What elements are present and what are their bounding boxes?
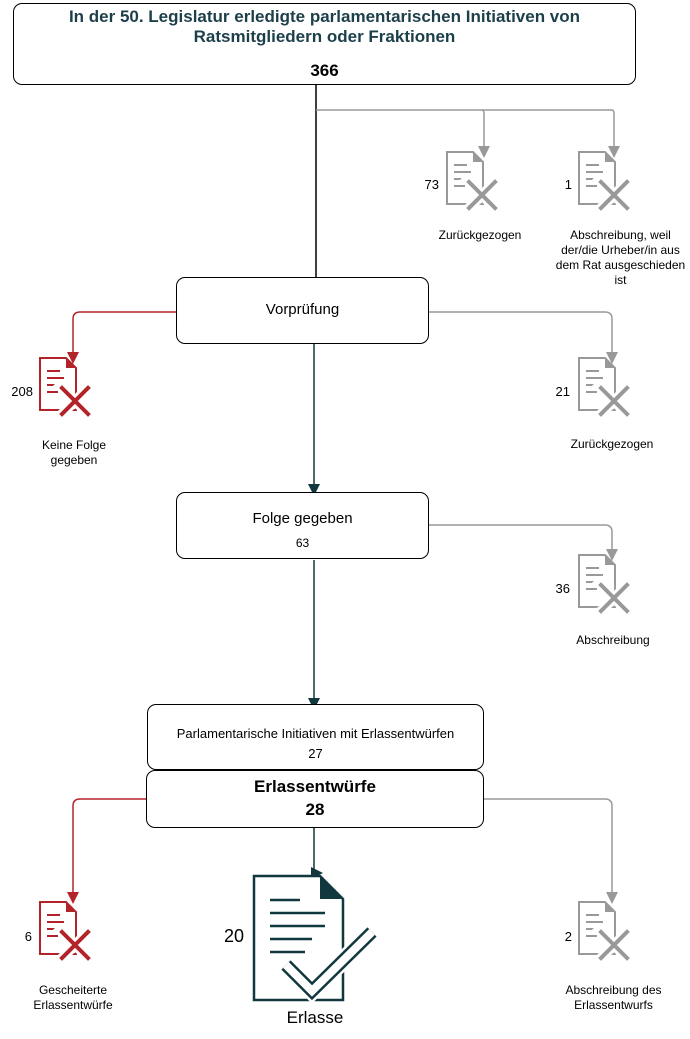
rejected-document-icon	[40, 358, 90, 416]
failed-draft-document-icon	[40, 902, 90, 960]
count-abschreibung-entwurf: 2	[564, 929, 572, 944]
branch-gescheitert	[67, 798, 146, 904]
count-zurueckgezogen2: 21	[555, 384, 570, 399]
pi-erlass-box: Parlamentarische Initiativen mit Erlasse…	[147, 704, 484, 770]
branch-keine-folge	[67, 311, 176, 364]
label-zurueckgezogen2: Zurückgezogen	[570, 437, 654, 451]
branch-erlasse	[310, 828, 323, 879]
count-abschreibung: 36	[555, 581, 570, 596]
label-zurueckgezogen1: Zurückgezogen	[438, 228, 522, 242]
branch-zurueckgezogen2	[428, 311, 618, 364]
written-off-document-icon	[579, 555, 629, 613]
written-off-draft-document-icon	[579, 902, 629, 960]
count-erlasse: 20	[223, 926, 244, 946]
withdrawn-document-icon-2	[579, 358, 629, 416]
count-ausgeschieden: 1	[564, 177, 572, 192]
erlassentwuerfe-count: 28	[305, 800, 325, 819]
branch-abschreibung	[428, 524, 618, 561]
label-erlasse: Erlasse	[286, 1008, 344, 1027]
pi-erlass-count: 27	[308, 746, 323, 761]
top-title: In der 50. Legislatur erledigte parlamen…	[68, 7, 581, 46]
vorpruefung-box: Vorprüfung	[176, 277, 429, 344]
branch-ausgeschieden	[482, 109, 620, 158]
branch-abschreibung-entwurf	[484, 798, 618, 904]
withdrawn-document-icon	[447, 152, 497, 210]
count-gescheitert: 6	[24, 929, 32, 944]
enacted-document-check-icon	[252, 874, 379, 1004]
label-abschreibung: Abschreibung	[576, 633, 650, 647]
pi-erlass-label: Parlamentarische Initiativen mit Erlasse…	[176, 726, 455, 741]
label-keine-folge: Keine Folge gegeben	[41, 438, 107, 467]
folge-label: Folge gegeben	[252, 510, 353, 527]
count-zurueckgezogen1: 73	[424, 177, 439, 192]
folge-count: 63	[295, 536, 310, 550]
folge-box: Folge gegeben 63	[176, 492, 429, 559]
count-keine-folge: 208	[11, 384, 33, 399]
vorpruefung-label: Vorprüfung	[265, 301, 340, 318]
erlassentwuerfe-label: Erlassentwürfe	[254, 777, 376, 796]
branch-zurueckgezogen1	[316, 109, 490, 158]
label-abschreibung-entwurf: Abschreibung des Erlassentwurfs	[565, 983, 662, 1012]
label-ausgeschieden: Abschreibung, weil der/die Urheber/in au…	[555, 228, 686, 287]
label-gescheitert: Gescheiterte Erlassentwürfe	[33, 983, 113, 1012]
retired-member-document-icon	[579, 152, 629, 210]
top-count: 366	[310, 61, 339, 80]
top-box: In der 50. Legislatur erledigte parlamen…	[13, 3, 636, 85]
erlassentwuerfe-box: Erlassentwürfe 28	[146, 770, 484, 828]
